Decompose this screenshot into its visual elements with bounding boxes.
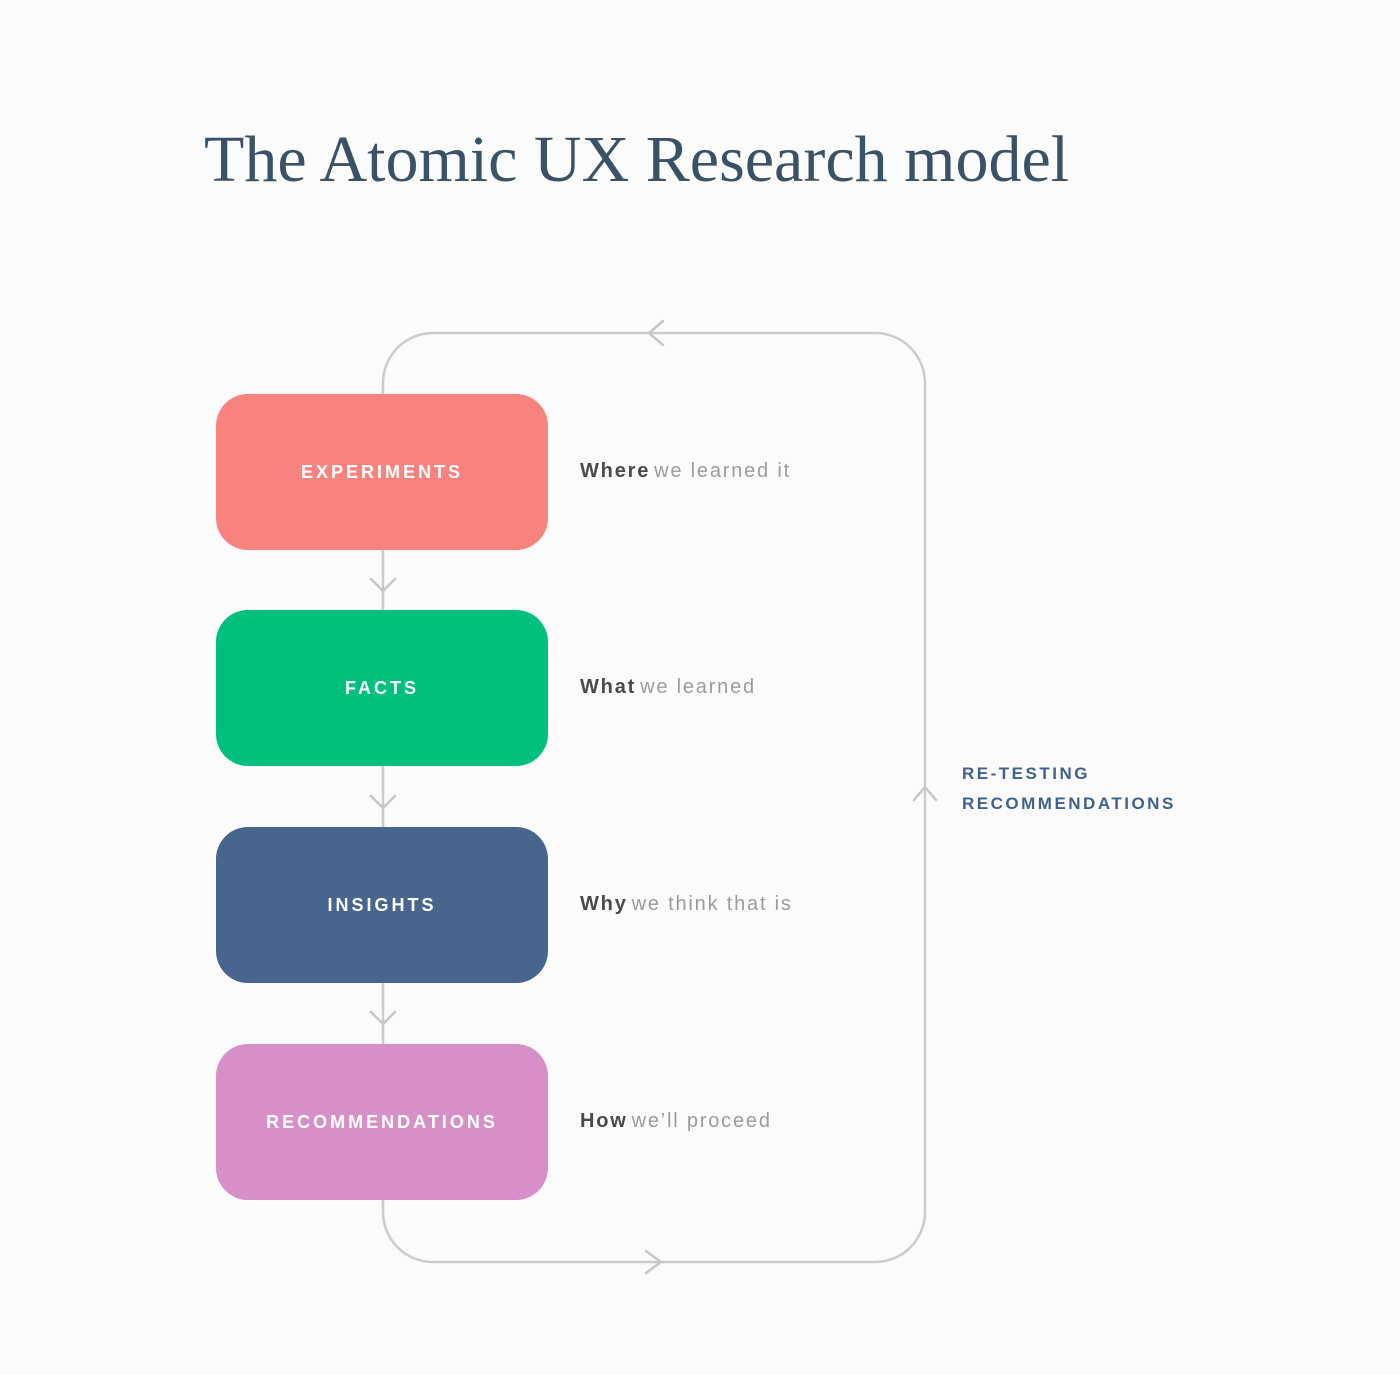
stage-label-facts: FACTS bbox=[344, 677, 419, 698]
down-arrow-3-icon bbox=[369, 1010, 397, 1026]
loop-label-line2: RECOMMENDATIONS bbox=[962, 794, 1176, 813]
loop-arrow-bottom-right-icon bbox=[644, 1249, 663, 1275]
loop-label: RE-TESTING RECOMMENDATIONS bbox=[962, 759, 1176, 819]
stage-box-experiments: EXPERIMENTS bbox=[216, 394, 548, 550]
loop-arrow-top-left-icon bbox=[647, 319, 665, 347]
stage-desc-keyword: What bbox=[580, 676, 637, 698]
stage-desc-keyword: Why bbox=[580, 893, 628, 915]
stage-desc-rest: we’ll proceed bbox=[631, 1110, 772, 1132]
loop-path bbox=[381, 331, 927, 1264]
loop-label-line1: RE-TESTING bbox=[962, 764, 1090, 783]
stage-desc-rest: we think that is bbox=[631, 893, 793, 915]
stage-label-insights: INSIGHTS bbox=[327, 894, 437, 915]
down-arrow-1-icon bbox=[369, 577, 397, 593]
stage-box-facts: FACTS bbox=[216, 610, 548, 766]
stage-desc-keyword: Where bbox=[580, 460, 651, 482]
stage-box-insights: INSIGHTS bbox=[216, 827, 548, 983]
stage-box-recommendations: RECOMMENDATIONS bbox=[216, 1044, 548, 1200]
stage-label-experiments: EXPERIMENTS bbox=[300, 461, 464, 482]
loop-arrow-right-up-icon bbox=[912, 785, 938, 802]
stage-label-recommendations: RECOMMENDATIONS bbox=[266, 1111, 498, 1132]
stage-desc-rest: we learned it bbox=[654, 460, 791, 482]
stage-desc-rest: we learned bbox=[640, 676, 756, 698]
stage-desc-keyword: How bbox=[580, 1110, 628, 1132]
page-title: The Atomic UX Research model bbox=[204, 123, 1070, 196]
down-arrow-2-icon bbox=[369, 794, 397, 810]
